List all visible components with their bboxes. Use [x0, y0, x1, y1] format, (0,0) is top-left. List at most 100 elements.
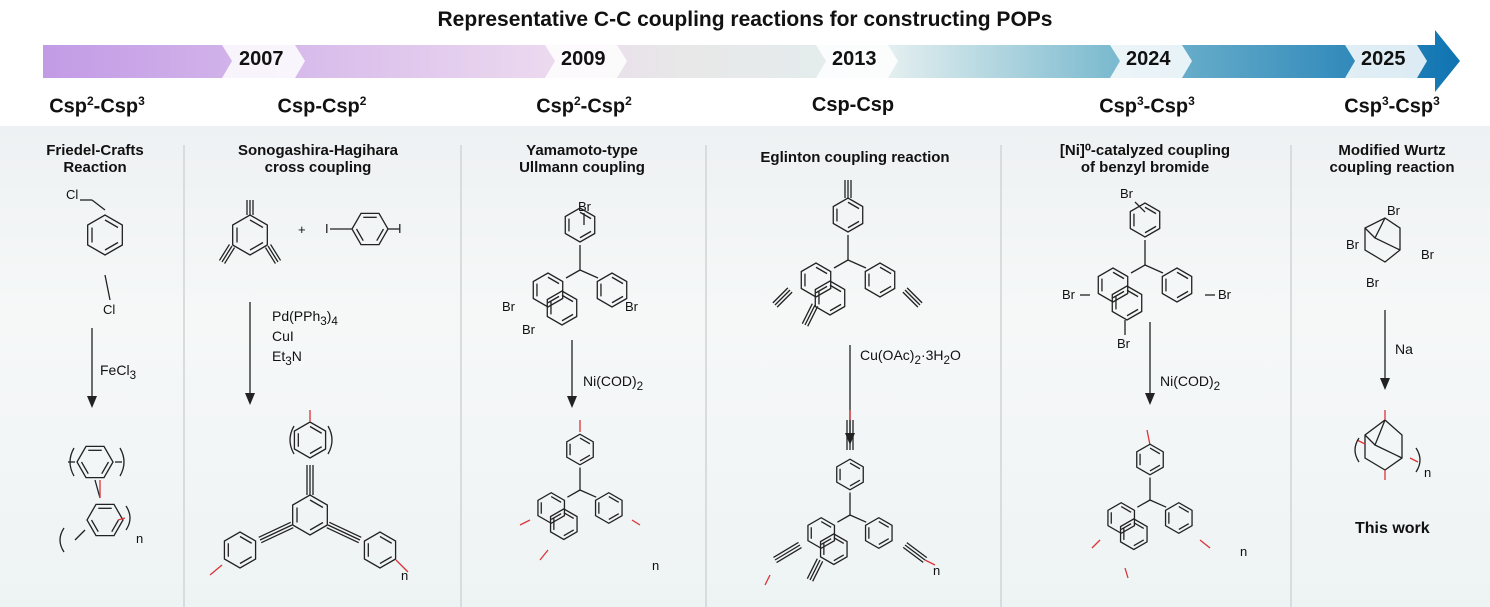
coupling-bond	[764, 574, 771, 586]
repeat-n: n	[933, 563, 941, 578]
year-label: 2009	[561, 48, 606, 70]
benzene-ring	[566, 433, 594, 466]
bond	[1126, 289, 1139, 298]
bond	[878, 538, 890, 546]
bond	[579, 269, 599, 279]
bond	[264, 247, 277, 264]
atom-label: I	[325, 221, 329, 236]
bond-type: Csp-Csp	[811, 94, 895, 116]
divider	[1000, 145, 1002, 607]
bond	[815, 285, 828, 294]
bond	[561, 313, 574, 322]
atom-label: Br	[1421, 247, 1434, 262]
bond	[101, 461, 110, 475]
bond	[809, 559, 821, 581]
benzene-ring	[1097, 267, 1129, 303]
bond	[847, 201, 860, 210]
bond	[1112, 290, 1125, 299]
bond	[90, 519, 99, 533]
bond	[1144, 225, 1157, 234]
atom-label: Br	[1218, 287, 1231, 302]
bond	[379, 535, 393, 544]
atom-label: Br	[1387, 203, 1400, 218]
polymer-bracket	[1415, 447, 1421, 473]
bond	[1120, 523, 1132, 531]
coupling-bond	[1124, 567, 1129, 579]
bond	[1176, 271, 1189, 280]
bond	[773, 541, 799, 558]
bond	[833, 554, 845, 562]
bond-type: Csp2-Csp3	[49, 94, 145, 118]
benzene-ring	[1161, 267, 1193, 303]
bond	[249, 219, 264, 229]
bond	[326, 527, 360, 544]
bond	[563, 512, 575, 520]
coupling-bond	[631, 519, 641, 526]
bond	[849, 479, 861, 487]
bond	[833, 259, 849, 269]
benzene-ring	[1129, 202, 1161, 238]
bond	[1133, 522, 1145, 530]
bond	[804, 304, 816, 326]
year-chevron	[545, 45, 627, 78]
bond	[801, 303, 813, 324]
bond	[328, 521, 362, 538]
bond	[1120, 505, 1132, 513]
polymer-bracket	[327, 425, 333, 455]
bond	[309, 499, 324, 509]
bond	[847, 259, 867, 269]
bond	[806, 558, 818, 579]
polymer-bracket	[125, 505, 131, 531]
bond	[259, 524, 293, 541]
coupling-bond	[1356, 439, 1366, 445]
bond-type: Csp2-Csp2	[536, 94, 632, 118]
repeat-n: n	[401, 568, 409, 583]
bond	[579, 437, 591, 445]
benzene-ring	[836, 458, 864, 491]
bond	[80, 461, 89, 475]
bond-type: Csp-Csp2	[277, 94, 367, 118]
bond	[91, 199, 106, 211]
reagent-label: Na	[1395, 341, 1413, 357]
year-label: 2007	[239, 48, 284, 70]
bond	[879, 285, 892, 294]
benzene-ring	[537, 491, 566, 525]
bond	[1130, 264, 1146, 274]
benzene-ring	[864, 516, 893, 550]
benzene-ring	[596, 272, 628, 308]
bond	[833, 537, 845, 545]
divider	[1290, 145, 1292, 607]
bond	[223, 247, 236, 264]
coupling-bond	[519, 519, 531, 526]
reagent-label: CuI	[272, 328, 294, 344]
benzene-ring	[351, 212, 389, 246]
year-chevron	[1345, 45, 1427, 78]
atom-label: Br	[1117, 336, 1130, 351]
benzene-ring	[1111, 285, 1143, 321]
atom-label: Br	[578, 199, 591, 214]
reaction-name: Yamamoto-type Ullmann coupling	[519, 142, 645, 176]
benzene-ring	[1164, 501, 1193, 535]
atom-label: Cl	[66, 187, 79, 202]
bond	[849, 514, 867, 523]
bond	[1176, 290, 1189, 299]
benzene-ring	[814, 280, 846, 316]
reagent-label: Cu(OAc)2·3H2O	[860, 347, 961, 367]
reaction-name: Modified Wurtz coupling reaction	[1329, 142, 1455, 176]
bond	[309, 446, 323, 455]
bond	[904, 289, 921, 306]
atom-label: Br	[502, 299, 515, 314]
bond	[1126, 308, 1139, 317]
bond	[1149, 499, 1167, 508]
bond	[239, 556, 253, 565]
bond	[218, 244, 231, 261]
bond	[309, 521, 324, 531]
year-label: 2013	[832, 48, 877, 70]
bond	[849, 462, 861, 470]
reaction-arrow	[1380, 378, 1390, 390]
repeat-n: n	[136, 531, 144, 546]
benzene-ring	[87, 214, 123, 256]
